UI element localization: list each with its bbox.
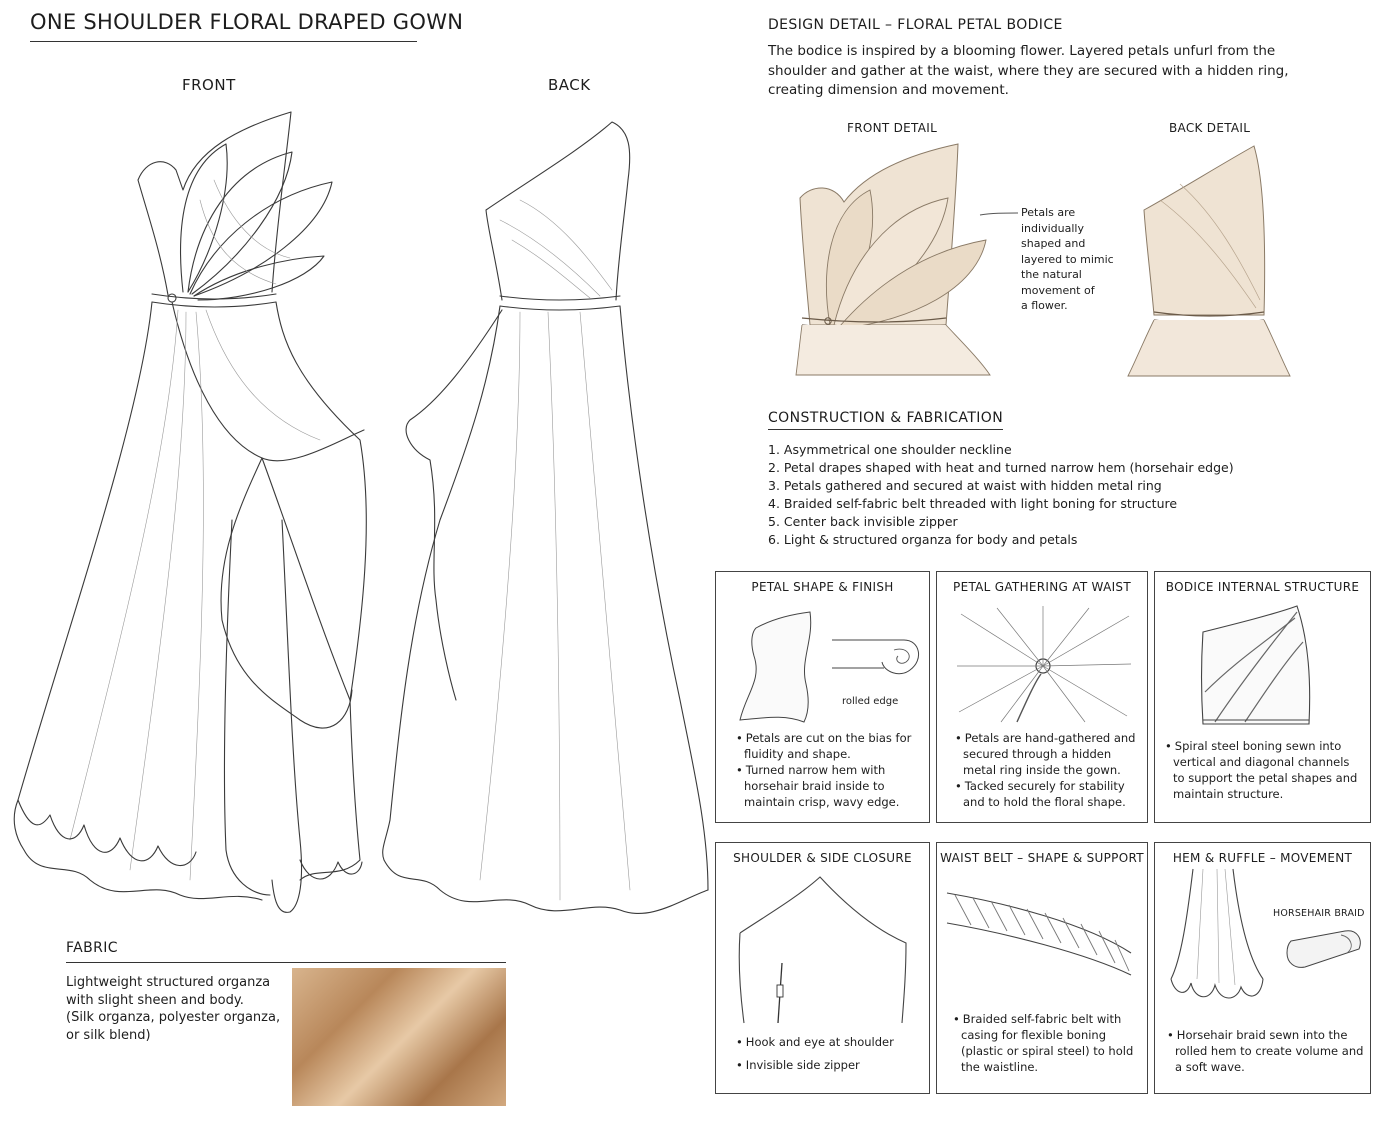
- detail-note: Braided self-fabric belt with casing for…: [951, 1011, 1141, 1075]
- detail-note: Hook and eye at shoulder: [734, 1031, 924, 1054]
- detail-box-notes: Hook and eye at shoulder Invisible side …: [734, 1031, 924, 1077]
- detail-box-notes: Petals are cut on the bias for fluidity …: [734, 730, 924, 810]
- detail-box-notes: Spiral steel boning sewn into vertical a…: [1163, 738, 1363, 802]
- horsehair-braid-illustration: [1286, 930, 1361, 968]
- detail-note: Petals are hand-gathered and secured thr…: [953, 730, 1143, 778]
- construction-list: 1. Asymmetrical one shoulder neckline 2.…: [768, 441, 1234, 549]
- construction-item: 6. Light & structured organza for body a…: [768, 532, 1078, 547]
- fabric-heading: FABRIC: [66, 940, 118, 956]
- detail-box-notes: Petals are hand-gathered and secured thr…: [953, 730, 1143, 810]
- detail-box-notes: Braided self-fabric belt with casing for…: [951, 1011, 1141, 1075]
- callout-line: Petals are: [1021, 206, 1076, 219]
- petal-callout-text: Petals are individually shaped and layer…: [1021, 205, 1114, 314]
- braided-belt-illustration: [946, 892, 1132, 976]
- detail-box-waist-belt: WAIST BELT – SHAPE & SUPPORT Braided sel…: [936, 842, 1148, 1094]
- organza-swatch-image: [292, 968, 506, 1106]
- construction-heading: CONSTRUCTION & FABRICATION: [768, 410, 1004, 430]
- front-gown-sketch: [13, 111, 367, 913]
- callout-line: a flower.: [1021, 299, 1068, 312]
- back-gown-sketch: [382, 121, 709, 915]
- construction-item: 2. Petal drapes shaped with heat and tur…: [768, 460, 1234, 475]
- detail-note: Invisible side zipper: [734, 1054, 924, 1077]
- waist-ring-gathering-illustration: [957, 606, 1132, 723]
- page-title: ONE SHOULDER FLORAL DRAPED GOWN: [30, 10, 464, 34]
- back-view-label: BACK: [548, 76, 591, 94]
- detail-box-petal-gathering: PETAL GATHERING AT WAIST Petals are hand…: [936, 571, 1148, 823]
- callout-line: the natural: [1021, 268, 1082, 281]
- rolled-edge-label: rolled edge: [842, 696, 899, 707]
- fabric-rule: [66, 962, 506, 963]
- detail-note: Tacked securely for stability and to hol…: [953, 778, 1143, 810]
- construction-item: 4. Braided self-fabric belt threaded wit…: [768, 496, 1178, 511]
- detail-box-bodice-structure: BODICE INTERNAL STRUCTURE Spiral steel b…: [1154, 571, 1371, 823]
- detail-box-title: PETAL SHAPE & FINISH: [751, 580, 894, 594]
- front-detail-label: FRONT DETAIL: [847, 121, 938, 135]
- fabric-line: Lightweight structured organza: [66, 975, 271, 990]
- detail-box-shoulder-closure: SHOULDER & SIDE CLOSURE Hook and eye at …: [715, 842, 930, 1094]
- callout-line: shaped and: [1021, 237, 1086, 250]
- fabric-line: (Silk organza, polyester organza,: [66, 1010, 281, 1025]
- petal-shape-illustration: [739, 611, 919, 723]
- detail-box-hem-ruffle: HEM & RUFFLE – MOVEMENT HORSEHAIR BRAID …: [1154, 842, 1371, 1094]
- detail-note: Spiral steel boning sewn into vertical a…: [1163, 738, 1363, 802]
- detail-box-title: SHOULDER & SIDE CLOSURE: [733, 851, 912, 865]
- bodice-boning-illustration: [1200, 605, 1311, 725]
- detail-box-notes: Horsehair braid sewn into the rolled hem…: [1165, 1027, 1365, 1075]
- construction-item: 3. Petals gathered and secured at waist …: [768, 478, 1162, 493]
- callout-line: movement of: [1021, 283, 1095, 297]
- callout-line: layered to mimic: [1021, 252, 1114, 266]
- design-detail-text: The bodice is inspired by a blooming flo…: [768, 43, 1289, 98]
- fabric-description: Lightweight structured organza with slig…: [66, 974, 286, 1044]
- fabric-line: with slight sheen and body.: [66, 992, 244, 1008]
- detail-note: Turned narrow hem with horsehair braid i…: [734, 762, 924, 810]
- detail-box-title: WAIST BELT – SHAPE & SUPPORT: [940, 851, 1144, 865]
- front-detail-illustration: [795, 143, 991, 376]
- back-detail-illustration: [1127, 145, 1291, 377]
- detail-box-title: BODICE INTERNAL STRUCTURE: [1165, 580, 1360, 594]
- hem-ruffle-illustration: [1170, 868, 1264, 999]
- detail-box-petal-shape: PETAL SHAPE & FINISH rolled edge Petals …: [715, 571, 930, 823]
- callout-leader-line: [979, 212, 1019, 216]
- detail-box-title: PETAL GATHERING AT WAIST: [953, 580, 1131, 594]
- detail-note: Petals are cut on the bias for fluidity …: [734, 730, 924, 762]
- design-detail-heading: DESIGN DETAIL – FLORAL PETAL BODICE: [768, 17, 1063, 33]
- back-detail-label: BACK DETAIL: [1169, 121, 1251, 135]
- horsehair-braid-label: HORSEHAIR BRAID: [1273, 908, 1365, 919]
- fabric-line: or silk blend): [66, 1027, 151, 1043]
- title-underline: [30, 41, 417, 42]
- construction-item: 1. Asymmetrical one shoulder neckline: [768, 442, 1012, 457]
- detail-box-title: HEM & RUFFLE – MOVEMENT: [1172, 851, 1353, 865]
- callout-line: individually: [1021, 221, 1084, 235]
- detail-note: Horsehair braid sewn into the rolled hem…: [1165, 1027, 1365, 1075]
- shoulder-zipper-illustration: [738, 876, 907, 1024]
- front-view-label: FRONT: [182, 76, 236, 94]
- construction-item: 5. Center back invisible zipper: [768, 514, 958, 529]
